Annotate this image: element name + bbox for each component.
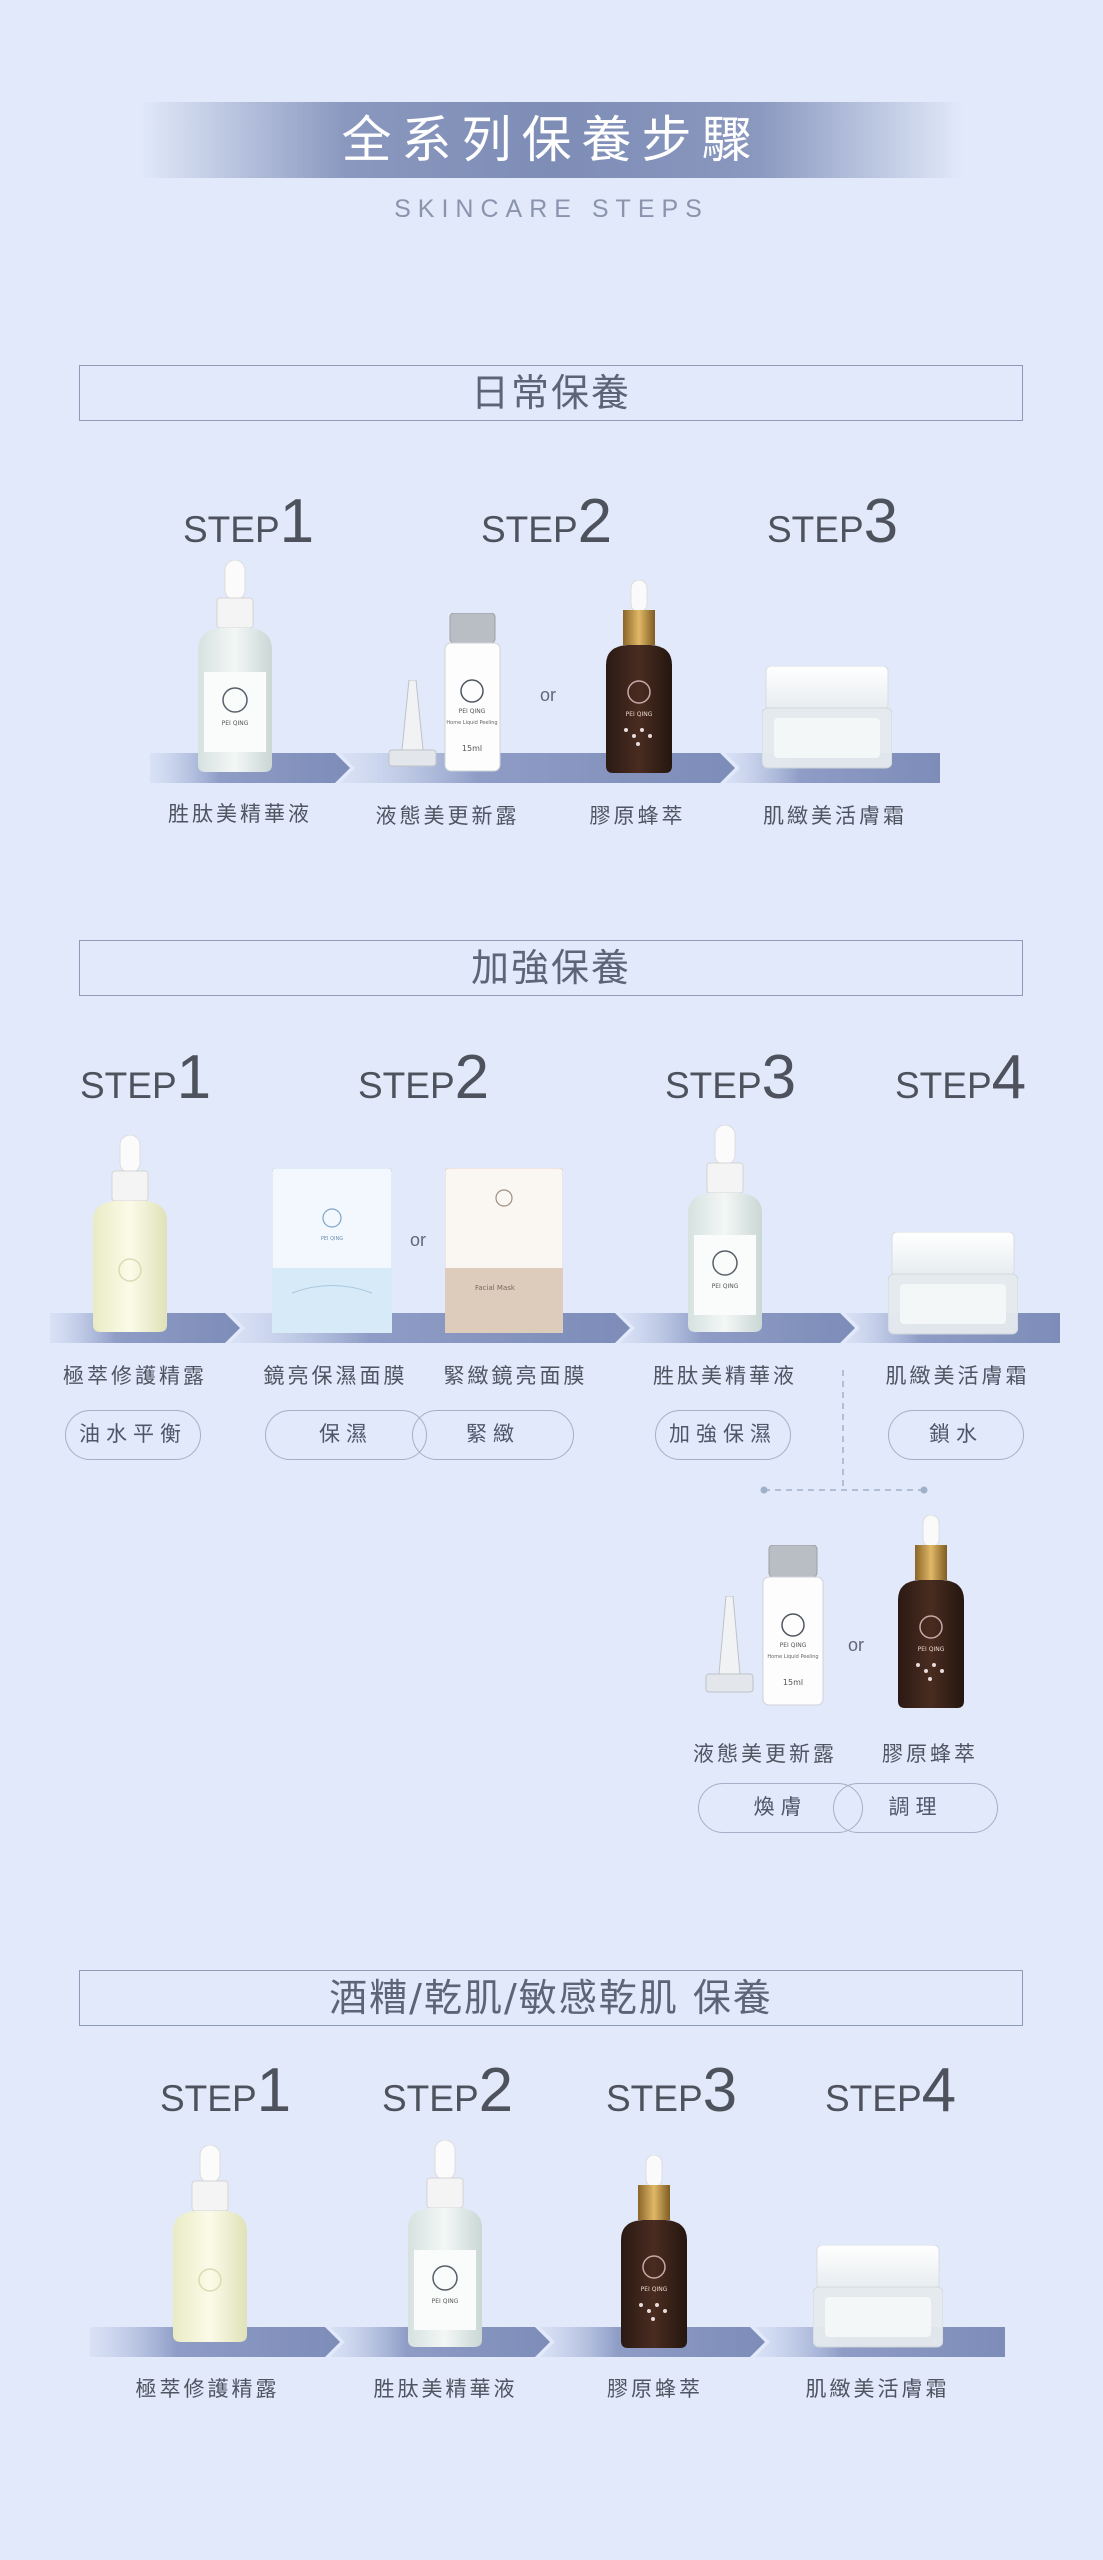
sensitive-product-4: 肌緻美活膚霜 xyxy=(805,2377,950,2401)
enhanced-extra-product-1: 液態美更新露 xyxy=(693,1742,837,1766)
enhanced-step-3: STEP3 xyxy=(665,1043,797,1112)
svg-text:PEI QING: PEI QING xyxy=(432,2298,459,2305)
sensitive-step-3: STEP3 xyxy=(606,2056,738,2125)
liquid-peeling-vial: PEI QING Home Liquid Peeling 15ml xyxy=(444,613,501,772)
svg-text:PEI QING: PEI QING xyxy=(626,711,653,718)
daily-product-2: 液態美更新露 xyxy=(375,804,520,828)
section-title-sensitive: 酒糟/乾肌/敏感乾肌 保養 xyxy=(79,1970,1023,2026)
tag-oil-water-balance: 油水平衡 xyxy=(65,1410,201,1460)
repair-essence-bottle xyxy=(173,2145,247,2342)
svg-text:15ml: 15ml xyxy=(783,1678,803,1687)
dropper-tip xyxy=(705,1596,754,1693)
tag-lock-moisture: 鎖水 xyxy=(888,1410,1024,1460)
serum-bottle-clear: PEI QING xyxy=(198,560,272,772)
svg-text:15ml: 15ml xyxy=(462,744,482,753)
section-title-enhanced: 加強保養 xyxy=(79,940,1023,996)
daily-step-1: STEP1 xyxy=(183,487,315,556)
svg-text:Home Liquid Peeling: Home Liquid Peeling xyxy=(767,1654,818,1660)
serum-bottle-clear: PEI QING xyxy=(688,1125,762,1332)
svg-text:PEI QING: PEI QING xyxy=(918,1646,945,1653)
daily-step-3: STEP3 xyxy=(767,487,899,556)
royal-honey-bottle: PEI QING xyxy=(898,1515,964,1708)
or-label: or xyxy=(410,1230,427,1250)
cream-jar xyxy=(888,1232,1018,1335)
svg-text:Home Liquid Peeling: Home Liquid Peeling xyxy=(446,720,497,726)
enhanced-step-2: STEP2 xyxy=(358,1043,490,1112)
svg-text:PEI QING: PEI QING xyxy=(712,1283,739,1290)
brightening-mask: PEI QING xyxy=(272,1168,392,1333)
svg-text:PEI QING: PEI QING xyxy=(641,2286,668,2293)
sensitive-step-1: STEP1 xyxy=(160,2056,292,2125)
svg-text:PEI QING: PEI QING xyxy=(780,1642,807,1649)
tag-conditioning: 調理 xyxy=(833,1783,998,1833)
branch-connector xyxy=(760,1370,928,1494)
enhanced-extra-product-2: 膠原蜂萃 xyxy=(882,1742,978,1766)
sensitive-step-4: STEP4 xyxy=(825,2056,957,2125)
cream-jar xyxy=(762,666,892,769)
section-title-daily: 日常保養 xyxy=(79,365,1023,421)
daily-product-4: 肌緻美活膚霜 xyxy=(763,804,907,828)
svg-text:PEI QING: PEI QING xyxy=(321,1236,343,1242)
royal-honey-bottle: PEI QING xyxy=(606,580,672,773)
repair-essence-bottle xyxy=(93,1135,167,1332)
page-subtitle: SKINCARE STEPS xyxy=(394,195,709,223)
dropper-tip xyxy=(388,680,437,767)
enhanced-step-4: STEP4 xyxy=(895,1043,1027,1112)
sensitive-product-2: 胜肽美精華液 xyxy=(373,2377,518,2401)
tag-extra-moisture: 加強保濕 xyxy=(655,1410,791,1460)
enhanced-product-1: 極萃修護精露 xyxy=(63,1364,207,1388)
daily-step-2: STEP2 xyxy=(481,487,613,556)
tag-firming: 緊緻 xyxy=(412,1410,574,1460)
title-banner xyxy=(140,102,963,178)
svg-text:PEI QING: PEI QING xyxy=(459,708,486,715)
enhanced-product-4: 胜肽美精華液 xyxy=(653,1364,797,1388)
sensitive-product-3: 膠原蜂萃 xyxy=(607,2377,703,2401)
sensitive-step-2: STEP2 xyxy=(382,2056,514,2125)
royal-honey-bottle: PEI QING xyxy=(621,2155,687,2348)
liquid-peeling-vial: PEI QING Home Liquid Peeling 15ml xyxy=(762,1545,824,1706)
or-label: or xyxy=(540,685,557,705)
tag-moisturizing: 保濕 xyxy=(265,1410,427,1460)
serum-bottle-clear: PEI QING xyxy=(408,2140,482,2347)
or-label: or xyxy=(848,1635,865,1655)
sensitive-product-1: 極萃修護精露 xyxy=(135,2377,280,2401)
daily-product-1: 胜肽美精華液 xyxy=(168,802,312,826)
svg-text:PEI QING: PEI QING xyxy=(222,720,249,727)
enhanced-step-1: STEP1 xyxy=(80,1043,212,1112)
cream-jar xyxy=(813,2245,943,2348)
svg-text:Facial Mask: Facial Mask xyxy=(475,1284,516,1292)
tag-resurfacing: 煥膚 xyxy=(698,1783,863,1833)
enhanced-product-5: 肌緻美活膚霜 xyxy=(885,1364,1030,1388)
daily-product-3: 膠原蜂萃 xyxy=(589,804,686,828)
page-title: 全系列保養步驟 xyxy=(341,111,762,169)
firming-mask: Facial Mask xyxy=(445,1168,563,1333)
enhanced-product-2: 鏡亮保濕面膜 xyxy=(263,1364,408,1388)
enhanced-product-3: 緊緻鏡亮面膜 xyxy=(443,1364,588,1388)
